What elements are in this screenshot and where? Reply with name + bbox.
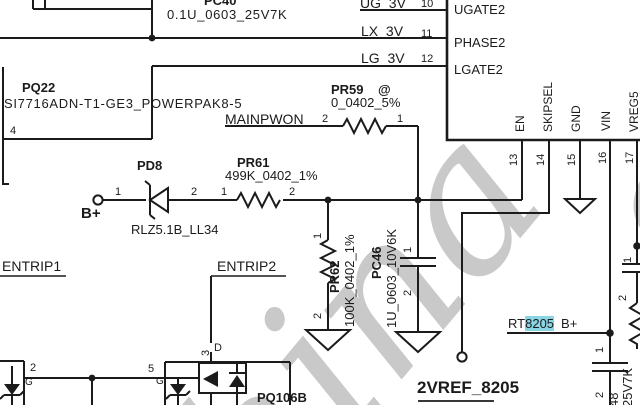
pd8-anode-triangle — [148, 186, 169, 214]
qleft-zener-icon — [4, 384, 20, 395]
pc40-wires — [32, 0, 153, 38]
terminal-circles — [92, 194, 468, 363]
chip-pin-name-skipsel: SKIPSEL — [541, 81, 555, 132]
pr59-wires — [225, 116, 419, 200]
qleft-pin-g: G — [25, 377, 33, 388]
cap-right-ref-partial: 48 — [606, 392, 621, 405]
chip-pin-name-lgate2: LGATE2 — [454, 62, 503, 77]
chip-pin-num-17: 17 — [624, 151, 636, 164]
pq106b-pin-g: G — [156, 376, 164, 387]
pq106b-pin-3: 3 — [200, 349, 212, 356]
pc46-value: 1U_0603_10V6K — [384, 228, 399, 328]
chip-pin-num-16: 16 — [597, 151, 609, 164]
net-label-lg3v: LG_3V — [361, 50, 405, 66]
pc46-wires — [400, 200, 436, 332]
net-label-2vref-8205: 2VREF_8205 — [417, 378, 520, 397]
pd8-pin-1: 1 — [115, 186, 122, 198]
pr61-pin-1: 1 — [221, 186, 228, 198]
pin17-wire-cap — [622, 140, 640, 303]
net-label-entrip1: ENTRIP1 — [2, 258, 62, 274]
cap-far-pin-2: 2 — [617, 294, 629, 301]
junction-dots — [88, 34, 640, 382]
pq106b-ref: PQ106B — [257, 390, 307, 405]
chip-pin-name-phase2: PHASE2 — [454, 35, 506, 50]
net-label-entrip2: ENTRIP2 — [217, 258, 277, 274]
bplus-terminal — [92, 194, 104, 206]
pc46-ref: PC46 — [369, 246, 384, 279]
partial-resistor-right — [627, 302, 640, 349]
net-label-rt8205-bplus: RT8205 B+ — [508, 316, 578, 331]
chip-pin-name-vreg5: VREG5 — [627, 91, 640, 132]
pr59-flag: @ — [378, 82, 391, 97]
pq22-value: SI7716ADN-T1-GE3_POWERPAK8-5 — [4, 96, 243, 111]
pd8-value: RLZ5.1B_LL34 — [131, 222, 219, 237]
pq22-ref: PQ22 — [22, 80, 56, 95]
pr62-pin-2: 2 — [312, 312, 324, 319]
net-label-bplus: B+ — [81, 205, 101, 222]
pq106b-pin-d: D — [214, 342, 222, 354]
pr61-value: 499K_0402_1% — [225, 168, 318, 183]
skipsel-wire — [461, 140, 550, 352]
chip-pin-num-11: 11 — [421, 28, 433, 40]
chip-pin-num-10: 10 — [421, 0, 434, 10]
body-diode-wires — [229, 363, 245, 405]
pr59-pin-1: 1 — [397, 113, 404, 125]
net-label-mainpwon: MAINPWON — [225, 111, 304, 127]
pc40-ref: PC40 — [204, 0, 237, 8]
qleft-pin-2: 2 — [30, 362, 37, 374]
net-label-lx3v: LX_3V — [361, 23, 404, 39]
chip-pin-num-12: 12 — [421, 53, 434, 65]
pr59-ref: PR59 — [331, 82, 364, 97]
chip-pin-name-ugate2: UGATE2 — [454, 2, 506, 17]
chip-pin-name-gnd: GND — [569, 105, 583, 132]
gate-zener-icon — [170, 384, 186, 395]
pc46-pin-2: 2 — [402, 289, 414, 296]
pr62-value: 100K_0402_1% — [342, 234, 357, 327]
pr59-value: 0_0402_5% — [331, 95, 401, 110]
pc40-value: 0.1U_0603_25V7K — [167, 7, 288, 22]
rt8205-prefix: RT — [508, 316, 526, 331]
pr62-pin-1: 1 — [312, 232, 324, 239]
mosfet-arrow-icon — [203, 371, 218, 387]
pc46-pin-1: 1 — [402, 246, 414, 253]
chip-pin-name-vin: VIN — [599, 110, 613, 131]
chip-pin-num-15: 15 — [566, 153, 578, 166]
pq106b-pin-5: 5 — [148, 363, 155, 375]
chip-outline — [445, 0, 640, 142]
pd8-pin-2: 2 — [191, 186, 198, 198]
net-label-ug3v: UG_3V — [360, 0, 406, 11]
pr61-ref: PR61 — [237, 155, 270, 170]
chip-pin-num-13: 13 — [508, 153, 520, 166]
pr61-pin-2: 2 — [289, 186, 296, 198]
qleft-box — [0, 360, 25, 405]
ground-symbol-gnd — [562, 198, 598, 215]
lg3v-wire — [2, 65, 447, 185]
pd8-ref: PD8 — [137, 158, 163, 173]
pq106b-inner-box — [198, 362, 247, 394]
pr59-pin-2: 2 — [322, 113, 329, 125]
pq22-pin-4: 4 — [10, 125, 17, 137]
cap-right-pin-1: 1 — [594, 346, 606, 353]
vin-wire-cap — [592, 140, 628, 405]
cap-right-pin-2: 2 — [594, 391, 606, 398]
cap-right-value-partial: 25V7K — [620, 367, 635, 405]
chip-pin-name-en: EN — [513, 115, 527, 132]
rt8205-suffix: B+ — [561, 316, 578, 331]
ground-symbol-pr62 — [303, 329, 353, 352]
chip-pin-num-14: 14 — [535, 153, 547, 166]
pr61-wires — [168, 190, 522, 210]
pr62-wires — [318, 200, 338, 330]
vref-terminal — [456, 351, 468, 363]
ground-symbol-pc46 — [393, 331, 443, 354]
pr62-ref: PR62 — [327, 260, 342, 293]
rt8205-highlighted-text: 8205 — [525, 316, 555, 331]
cap-far-pin-1: 1 — [622, 256, 634, 263]
body-diode-icon — [229, 375, 245, 387]
